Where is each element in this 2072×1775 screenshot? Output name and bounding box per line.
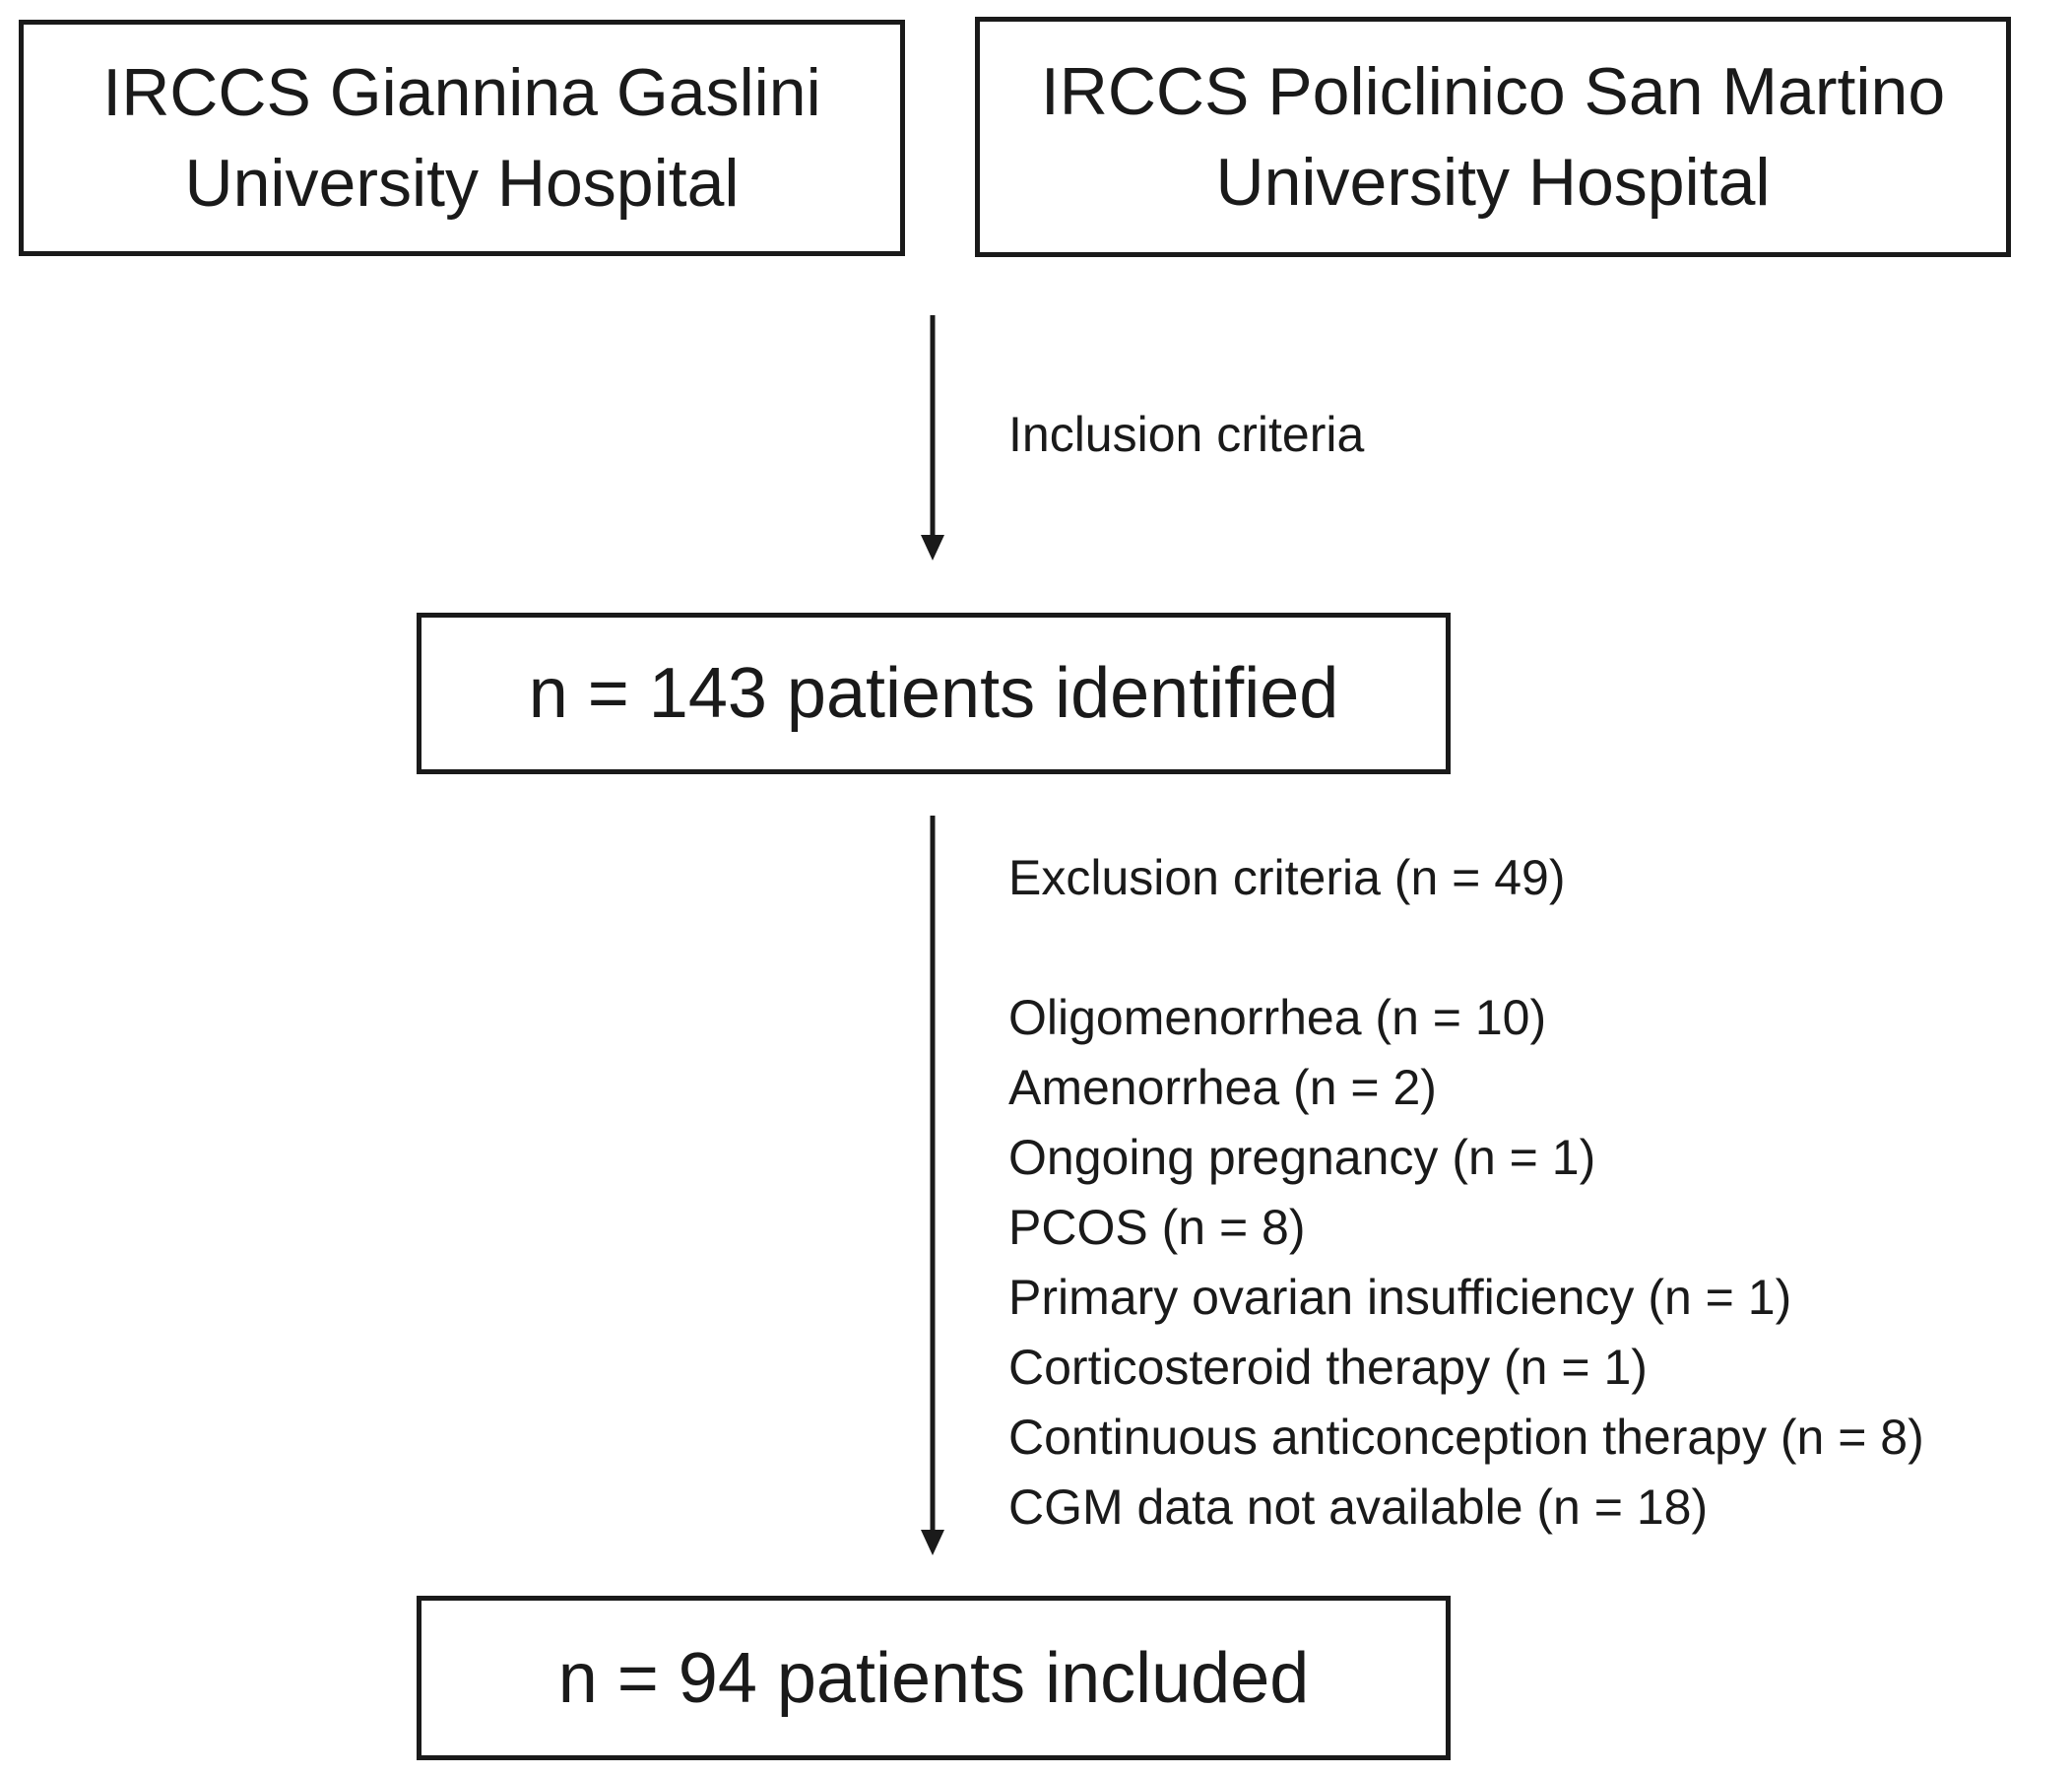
- exclusion-item-continuous-anticonception: Continuous anticonception therapy (n = 8…: [1008, 1410, 1924, 1465]
- source-box-san-martino: IRCCS Policlinico San Martino University…: [975, 17, 2011, 257]
- exclusion-item-oligomenorrhea: Oligomenorrhea (n = 10): [1008, 990, 1547, 1045]
- included-count-label: n = 94 patients included: [557, 1638, 1310, 1718]
- identified-box: n = 143 patients identified: [417, 613, 1451, 774]
- source-name-gaslini: IRCCS Giannina Gaslini: [102, 55, 821, 130]
- source-name-san-martino: IRCCS Policlinico San Martino: [1040, 54, 1946, 129]
- exclusion-item-cgm-data-not-available: CGM data not available (n = 18): [1008, 1479, 1709, 1535]
- exclusion-item-primary-ovarian-insufficiency: Primary ovarian insufficiency (n = 1): [1008, 1270, 1792, 1325]
- included-box: n = 94 patients included: [417, 1596, 1451, 1760]
- arrowhead-exclusion: [921, 1530, 944, 1555]
- inclusion-criteria-label: Inclusion criteria: [1008, 407, 1365, 462]
- source-subtitle-gaslini: University Hospital: [184, 146, 740, 221]
- exclusion-item-corticosteroid-therapy: Corticosteroid therapy (n = 1): [1008, 1340, 1648, 1395]
- exclusion-item-ongoing-pregnancy: Ongoing pregnancy (n = 1): [1008, 1130, 1596, 1185]
- exclusion-item-amenorrhea: Amenorrhea (n = 2): [1008, 1060, 1437, 1115]
- arrowhead-inclusion: [921, 535, 944, 560]
- exclusion-criteria-title: Exclusion criteria (n = 49): [1008, 850, 1566, 905]
- exclusion-item-pcos: PCOS (n = 8): [1008, 1200, 1306, 1255]
- exclusion-criteria-list: Oligomenorrhea (n = 10) Amenorrhea (n = …: [1008, 983, 1924, 1543]
- arrow-sources-to-identified: [921, 315, 944, 560]
- identified-count-label: n = 143 patients identified: [528, 654, 1339, 733]
- arrow-identified-to-included: [921, 816, 944, 1555]
- source-box-gaslini: IRCCS Giannina Gaslini University Hospit…: [19, 20, 905, 256]
- source-subtitle-san-martino: University Hospital: [1215, 145, 1771, 220]
